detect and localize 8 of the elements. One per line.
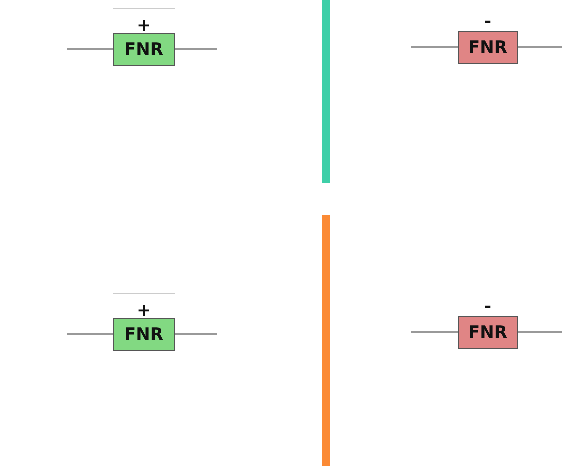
sign-label: + [137,18,152,35]
gene-box: FNR [113,33,175,66]
sign-label: - [484,299,492,316]
gene-box: FNR [113,318,175,351]
sign-label: + [137,303,152,320]
gene-box: FNR [458,31,518,64]
sign-label: - [484,14,492,31]
gene-box: FNR [458,316,518,349]
